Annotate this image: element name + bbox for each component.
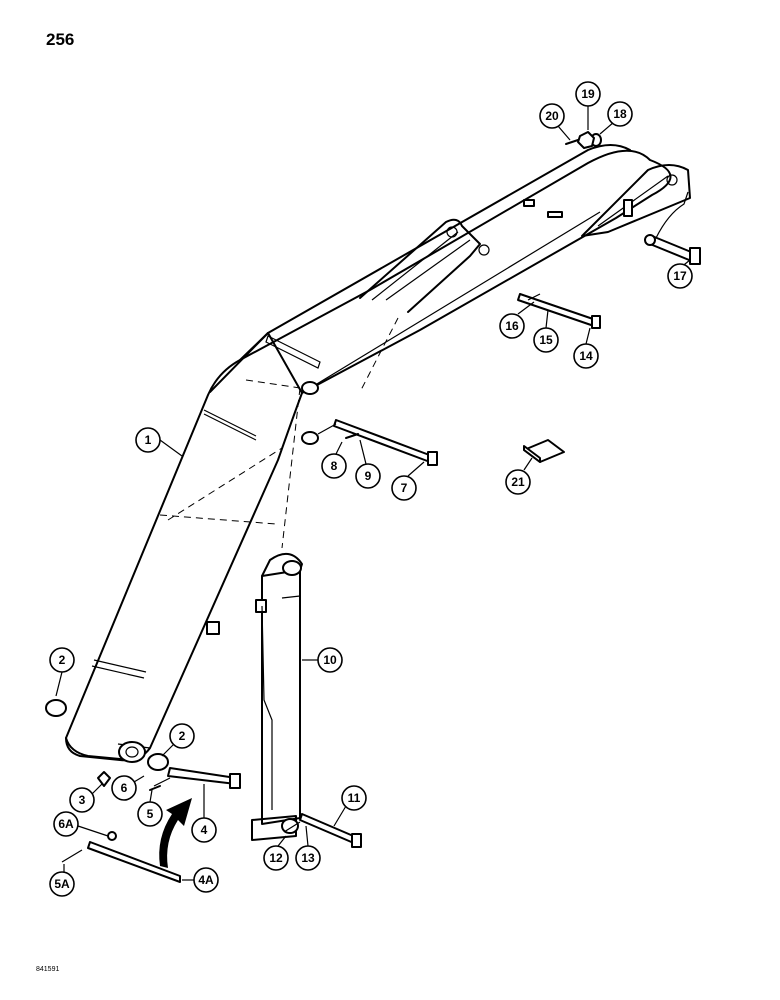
callout-13-label: 13 bbox=[301, 851, 315, 865]
pivot-pin-4a bbox=[61, 831, 181, 883]
callout-19: 19 bbox=[575, 81, 601, 130]
callout-7: 7 bbox=[391, 461, 425, 501]
callout-9-label: 9 bbox=[365, 469, 372, 483]
callout-11: 11 bbox=[333, 785, 367, 827]
callout-5: 5 bbox=[137, 789, 163, 827]
callout-20-label: 20 bbox=[545, 109, 559, 123]
callout-16-label: 16 bbox=[505, 319, 519, 333]
nut-19 bbox=[577, 131, 595, 149]
callout-14-label: 14 bbox=[579, 349, 593, 363]
bushing-right bbox=[147, 753, 169, 771]
page-number: 256 bbox=[46, 30, 75, 49]
callout-4: 4 bbox=[191, 784, 217, 843]
callout-4a: 4A bbox=[182, 867, 219, 893]
callout-1: 1 bbox=[135, 427, 183, 457]
callout-5a: 5A bbox=[49, 864, 75, 897]
callout-17: 17 bbox=[667, 259, 693, 289]
pivot-pin-4 bbox=[153, 767, 241, 789]
callout-20: 20 bbox=[539, 103, 571, 141]
callout-10: 10 bbox=[302, 647, 343, 673]
boom bbox=[65, 144, 691, 763]
cylinder-pin-11 bbox=[283, 813, 362, 848]
callout-7-label: 7 bbox=[401, 481, 408, 495]
install-arrow bbox=[159, 798, 192, 868]
callout-5-label: 5 bbox=[147, 807, 154, 821]
boom-pin-7 bbox=[317, 419, 438, 466]
bushing-left bbox=[45, 699, 67, 717]
grease-fitting bbox=[97, 771, 111, 787]
callout-9: 9 bbox=[355, 439, 381, 489]
bolt-20 bbox=[565, 139, 579, 145]
callout-2a-label: 2 bbox=[59, 653, 66, 667]
callout-5a-label: 5A bbox=[54, 877, 70, 891]
callout-4-label: 4 bbox=[201, 823, 208, 837]
callout-17-label: 17 bbox=[673, 269, 687, 283]
tip-pin-17 bbox=[644, 191, 701, 265]
callout-3-label: 3 bbox=[79, 793, 86, 807]
callout-8: 8 bbox=[321, 441, 347, 479]
callout-15-label: 15 bbox=[539, 333, 553, 347]
callout-6a-label: 6A bbox=[58, 817, 74, 831]
callout-12-label: 12 bbox=[269, 851, 283, 865]
callout-6a: 6A bbox=[53, 811, 109, 837]
callout-16: 16 bbox=[499, 301, 535, 339]
callout-18: 18 bbox=[599, 101, 633, 135]
callout-2a: 2 bbox=[49, 647, 75, 697]
callout-13: 13 bbox=[295, 825, 321, 871]
callout-4a-label: 4A bbox=[198, 873, 214, 887]
figure-code: 841591 bbox=[36, 966, 60, 973]
callout-1-label: 1 bbox=[145, 433, 152, 447]
callout-6: 6 bbox=[111, 775, 145, 801]
hydraulic-cylinder bbox=[251, 553, 303, 841]
callout-21-label: 21 bbox=[511, 475, 525, 489]
callout-19-label: 19 bbox=[581, 87, 595, 101]
callout-21: 21 bbox=[505, 457, 533, 495]
callout-6-label: 6 bbox=[121, 781, 128, 795]
boom-pin-14 bbox=[517, 293, 601, 329]
callout-2b: 2 bbox=[161, 723, 195, 757]
callout-10-label: 10 bbox=[323, 653, 337, 667]
callout-8-label: 8 bbox=[331, 459, 338, 473]
callout-2b-label: 2 bbox=[179, 729, 186, 743]
callout-3: 3 bbox=[69, 783, 103, 813]
callout-14: 14 bbox=[573, 327, 599, 369]
callout-18-label: 18 bbox=[613, 107, 627, 121]
callout-15: 15 bbox=[533, 309, 559, 353]
callout-12: 12 bbox=[263, 835, 289, 871]
callout-11-label: 11 bbox=[348, 791, 361, 805]
